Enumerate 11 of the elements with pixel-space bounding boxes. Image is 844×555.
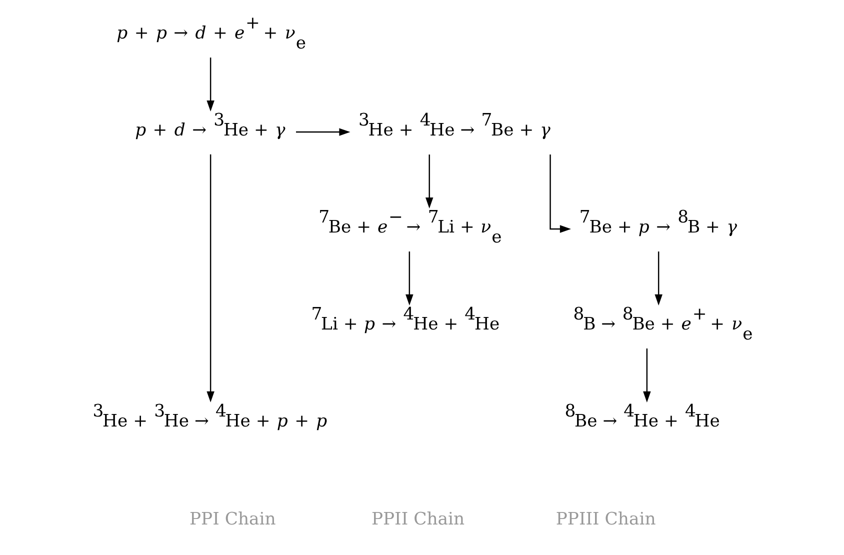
label: PPIII Chain — [556, 509, 656, 530]
label: PPII Chain — [371, 509, 465, 530]
arrow — [206, 58, 214, 112]
arrow — [550, 154, 571, 233]
arrow — [406, 252, 414, 306]
arrow — [426, 154, 434, 208]
arrow — [654, 252, 662, 306]
arrow — [643, 348, 651, 402]
arrow — [296, 128, 350, 136]
arrow — [206, 154, 214, 402]
label: PPI Chain — [189, 509, 276, 530]
